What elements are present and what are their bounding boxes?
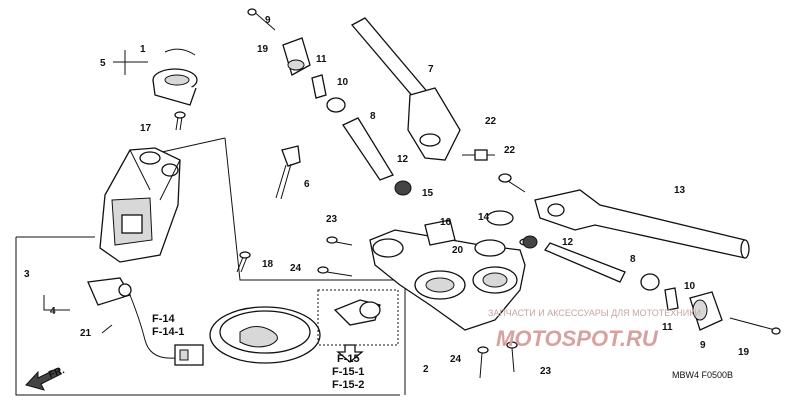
front-direction-arrow (25, 367, 62, 391)
label-11-left: 11 (316, 54, 327, 65)
label-19-right: 19 (738, 347, 750, 358)
key-part-6 (275, 145, 301, 200)
screw-part-18 (236, 251, 251, 273)
label-22-side: 22 (504, 145, 516, 156)
label-1: 1 (140, 44, 146, 55)
label-22-top: 22 (485, 116, 497, 127)
label-7: 7 (428, 64, 434, 75)
label-6: 6 (304, 179, 310, 190)
ref-f15-2: F-15-2 (332, 379, 364, 391)
screw-part-17 (174, 111, 186, 131)
label-9-right: 9 (700, 340, 706, 351)
footer-code: MBW4 F0500B (672, 370, 733, 380)
label-12-right: 12 (562, 237, 574, 248)
label-19-left: 19 (257, 44, 269, 55)
label-9-left: 9 (265, 15, 271, 26)
label-8-left: 8 (370, 111, 376, 122)
label-24-right: 24 (450, 354, 462, 365)
label-11-right: 11 (662, 322, 673, 333)
label-8-right: 8 (630, 254, 636, 265)
label-12-left: 12 (397, 154, 409, 165)
label-4: 4 (50, 306, 56, 317)
fuel-cap (209, 289, 399, 364)
label-3: 3 (24, 269, 30, 280)
cross-references: F-14 F-14-1 F-15 F-15-1 F-15-2 (152, 313, 364, 391)
ref-f14: F-14 (152, 313, 176, 325)
label-20: 20 (452, 245, 464, 256)
watermark-line2: MOTOSPOT.RU (496, 326, 659, 351)
watermark-line1: ЗАПЧАСТИ И АКСЕССУАРЫ ДЛЯ МОТОТЕХНИКИ (488, 308, 701, 318)
label-21: 21 (80, 328, 92, 339)
ref-f15: F-15 (337, 353, 360, 365)
top-bridge (369, 210, 526, 331)
right-handlebar-part-13 (534, 189, 750, 259)
bridge-bolts (317, 173, 531, 379)
part-labels: 1 5 17 6 18 24 23 3 4 21 2 9 19 11 10 8 … (24, 15, 750, 377)
label-2: 2 (423, 364, 429, 375)
ref-f14-1: F-14-1 (152, 326, 184, 338)
label-13: 13 (674, 185, 686, 196)
ref-f15-1: F-15-1 (332, 366, 364, 378)
label-14: 14 (478, 212, 490, 223)
left-handlebar-part-7 (350, 17, 495, 161)
label-23-left: 23 (326, 214, 338, 225)
watermark: ЗАПЧАСТИ И АКСЕССУАРЫ ДЛЯ МОТОТЕХНИКИ MO… (488, 308, 701, 351)
label-10-left: 10 (337, 77, 349, 88)
label-18: 18 (262, 259, 274, 270)
ignition-switch-assembly (99, 147, 181, 263)
label-5: 5 (100, 58, 106, 69)
left-throttle-column (247, 8, 412, 196)
label-15: 15 (422, 188, 434, 199)
sensor-part-4 (87, 277, 204, 366)
right-throttle-column (522, 235, 781, 335)
cap-part-5 (152, 48, 198, 106)
label-16: 16 (440, 217, 452, 228)
direction-label: FR. (47, 365, 66, 381)
label-23-right: 23 (540, 366, 552, 377)
label-24-left: 24 (290, 263, 302, 274)
label-17: 17 (140, 123, 152, 134)
label-10-right: 10 (684, 281, 696, 292)
